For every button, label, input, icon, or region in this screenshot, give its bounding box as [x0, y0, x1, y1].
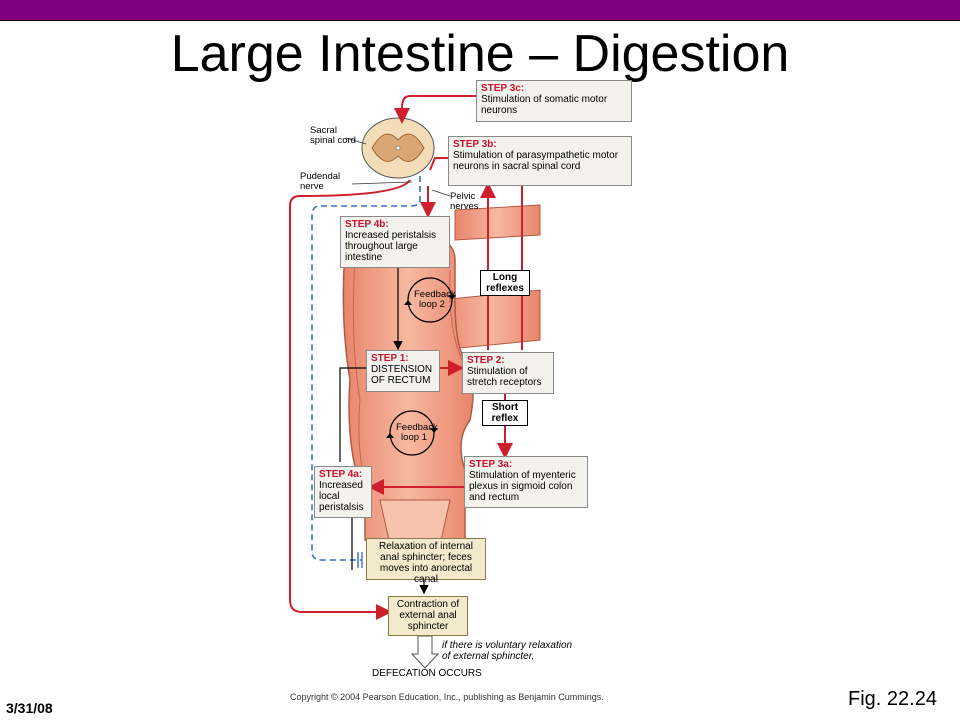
- step-3a-text: Stimulation of myenteric plexus in sigmo…: [469, 470, 576, 503]
- top-accent-bar: [0, 0, 960, 20]
- step-4a-heading: STEP 4a:: [319, 469, 363, 480]
- step-2-heading: STEP 2:: [467, 355, 505, 366]
- pudendal-nerve-label: Pudendal nerve: [300, 171, 341, 192]
- sacral-spinal-cord-label: Sacral spinal cord: [310, 125, 356, 146]
- feedback-loop-1-icon: [386, 410, 438, 456]
- slide-title: Large Intestine – Digestion: [170, 25, 790, 83]
- step-4b-text: Increased peristalsis throughout large i…: [345, 230, 437, 263]
- step-2-text: Stimulation of stretch receptors: [467, 366, 542, 388]
- relaxation-box: Relaxation of internal anal sphincter; f…: [366, 538, 486, 585]
- defecation-arrow-icon: [410, 635, 440, 669]
- feedback-loop-2-label: Feedback loop 2: [414, 289, 456, 310]
- figure-number: Fig. 22.24: [848, 688, 937, 710]
- step-3a-box: STEP 3a: Stimulation of myenteric plexus…: [464, 456, 588, 508]
- short-reflex-box: Short reflex: [482, 400, 528, 426]
- pelvic-nerves-label: Pelvic nerves: [450, 191, 479, 212]
- step-3b-heading: STEP 3b:: [453, 139, 497, 150]
- defecation-label: DEFECATION OCCURS: [372, 668, 482, 679]
- relaxation-text: Relaxation of internal anal sphincter; f…: [379, 541, 473, 585]
- top-accent-line: [0, 20, 960, 21]
- step-4a-text: Increased local peristalsis: [319, 480, 364, 513]
- long-reflexes-box: Long reflexes: [480, 270, 530, 296]
- contraction-box: Contraction of external anal sphincter: [388, 596, 468, 636]
- step-1-text: DISTENSION OF RECTUM: [371, 364, 433, 386]
- step-3b-box: STEP 3b: Stimulation of parasympathetic …: [448, 136, 632, 186]
- nerve-pathways: [289, 95, 523, 620]
- step-1-box: STEP 1: DISTENSION OF RECTUM: [366, 350, 440, 392]
- slide-date: 3/31/08: [6, 700, 53, 716]
- voluntary-note: if there is voluntary relaxation of exte…: [442, 640, 573, 662]
- spinal-cord-icon: [361, 117, 435, 179]
- feedback-loop-1-label: Feedback loop 1: [396, 422, 438, 443]
- inhibit-mark-icon: [357, 552, 363, 568]
- contraction-text: Contraction of external anal sphincter: [396, 599, 460, 632]
- step-4b-heading: STEP 4b:: [345, 219, 389, 230]
- large-intestine-shape: [342, 204, 541, 561]
- dashed-nerve-pathway: [311, 176, 421, 561]
- step-4b-box: STEP 4b: Increased peristalsis throughou…: [340, 216, 450, 268]
- label-leaders: [345, 137, 451, 197]
- step-3b-text: Stimulation of parasympathetic motor neu…: [453, 150, 619, 172]
- step-2-box: STEP 2: Stimulation of stretch receptors: [462, 352, 554, 394]
- step-3c-heading: STEP 3c:: [481, 83, 525, 94]
- copyright-text: Copyright © 2004 Pearson Education, Inc.…: [290, 692, 604, 702]
- step-3c-box: STEP 3c: Stimulation of somatic motor ne…: [476, 80, 632, 122]
- step-4a-box: STEP 4a: Increased local peristalsis: [314, 466, 372, 518]
- step-3a-heading: STEP 3a:: [469, 459, 513, 470]
- step-1-heading: STEP 1:: [371, 353, 409, 364]
- feedback-loop-2-icon: [404, 277, 456, 323]
- step-3c-text: Stimulation of somatic motor neurons: [481, 94, 608, 116]
